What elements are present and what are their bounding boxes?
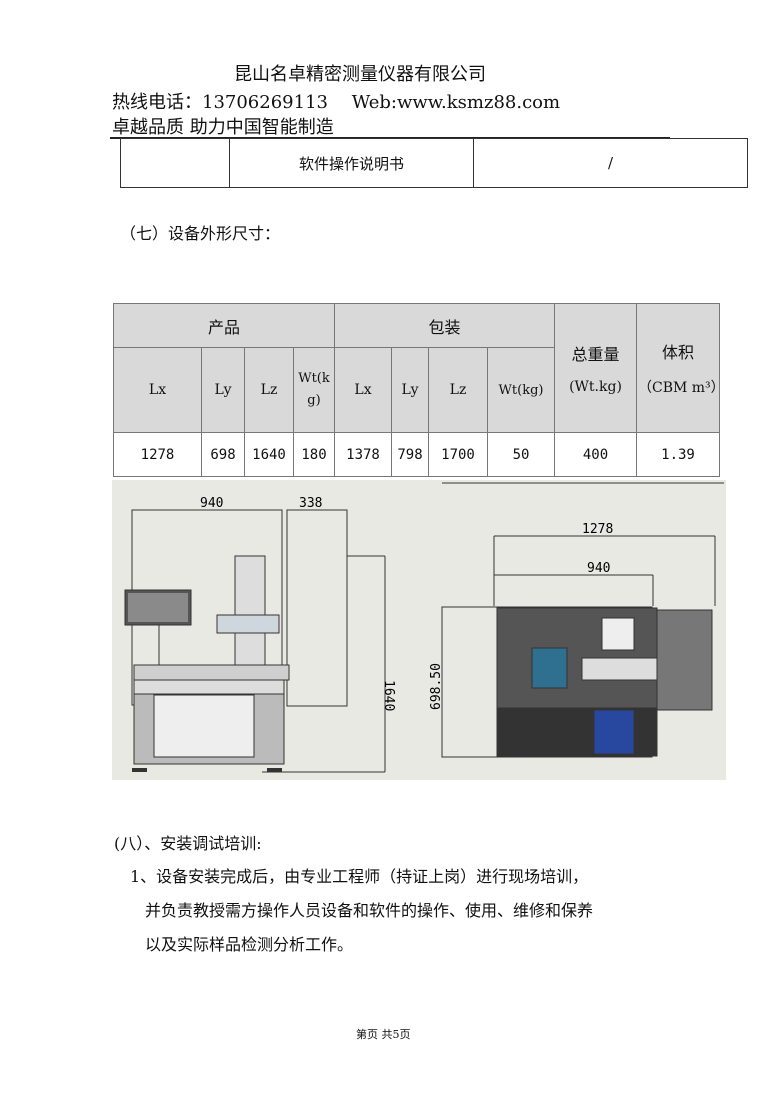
value-cell: 1700 — [428, 432, 488, 477]
section-8-title: (八）、安装调试培训: — [114, 834, 262, 853]
company-name: 昆山名卓精密测量仪器有限公司 — [234, 64, 486, 85]
front-view — [124, 509, 386, 773]
label: 总重量 — [571, 345, 620, 364]
cell: 软件操作说明书 — [229, 138, 474, 188]
cell — [120, 138, 230, 188]
paragraph-line: 并负责教授需方操作人员设备和软件的操作、使用、维修和保养 — [145, 901, 594, 920]
sub-header: Wt(kg) — [487, 347, 555, 433]
cell: / — [473, 138, 748, 188]
sub-header: Ly — [201, 347, 245, 433]
value-cell: 50 — [487, 432, 555, 477]
paragraph-line: 1、设备安装完成后，由专业工程师（持证上岗）进行现场培训， — [130, 867, 589, 886]
document-list-table: 软件操作说明书 / — [120, 138, 748, 188]
value-cell: 400 — [554, 432, 637, 477]
sub-header: Ly — [391, 347, 429, 433]
sub-header: Lx — [113, 347, 202, 433]
dim-label: 338 — [299, 496, 322, 511]
unit: （CBM m³） — [638, 380, 725, 396]
dim-label: 1278 — [582, 522, 613, 537]
value-cell: 1640 — [244, 432, 294, 477]
value-cell: 1278 — [113, 432, 202, 477]
value-cell: 180 — [293, 432, 335, 477]
volume-header: 体积 （CBM m³） — [636, 303, 725, 433]
unit: (Wt.kg) — [569, 379, 622, 395]
slogan: 卓越品质 助力中国智能制造 — [112, 117, 334, 138]
value-cell: 798 — [391, 432, 429, 477]
hotline: 热线电话：13706269113 Web:www.ksmz88.com — [112, 92, 561, 113]
value-cell: 1.39 — [636, 432, 720, 477]
group-product: 产品 — [113, 303, 335, 348]
dim-label: 940 — [200, 496, 223, 511]
dimension-drawing: 940 338 1640 1278 940 698.50 — [112, 480, 726, 780]
group-package: 包装 — [334, 303, 555, 348]
dim-label: 698.50 — [429, 663, 444, 710]
value-cell: 1378 — [334, 432, 392, 477]
sub-header: Wt(kg) — [293, 347, 335, 433]
dim-label: 940 — [587, 561, 610, 576]
label: 体积 — [661, 343, 694, 362]
value-cell: 698 — [201, 432, 245, 477]
sub-header: Lz — [428, 347, 488, 433]
spec-table: 产品 包装 总重量 (Wt.kg) 体积 （CBM m³） Lx Ly Lz Wt(… — [113, 303, 725, 477]
page-footer: 第页 共5页 — [356, 1028, 411, 1041]
dim-label: 1640 — [381, 680, 396, 711]
total-weight-header: 总重量 (Wt.kg) — [554, 303, 637, 433]
paragraph-line: 以及实际样品检测分析工作。 — [145, 935, 354, 954]
sub-header: Lz — [244, 347, 294, 433]
top-view — [441, 535, 716, 758]
section-7-title: （七）设备外形尺寸： — [120, 224, 281, 243]
sub-header: Lx — [334, 347, 392, 433]
